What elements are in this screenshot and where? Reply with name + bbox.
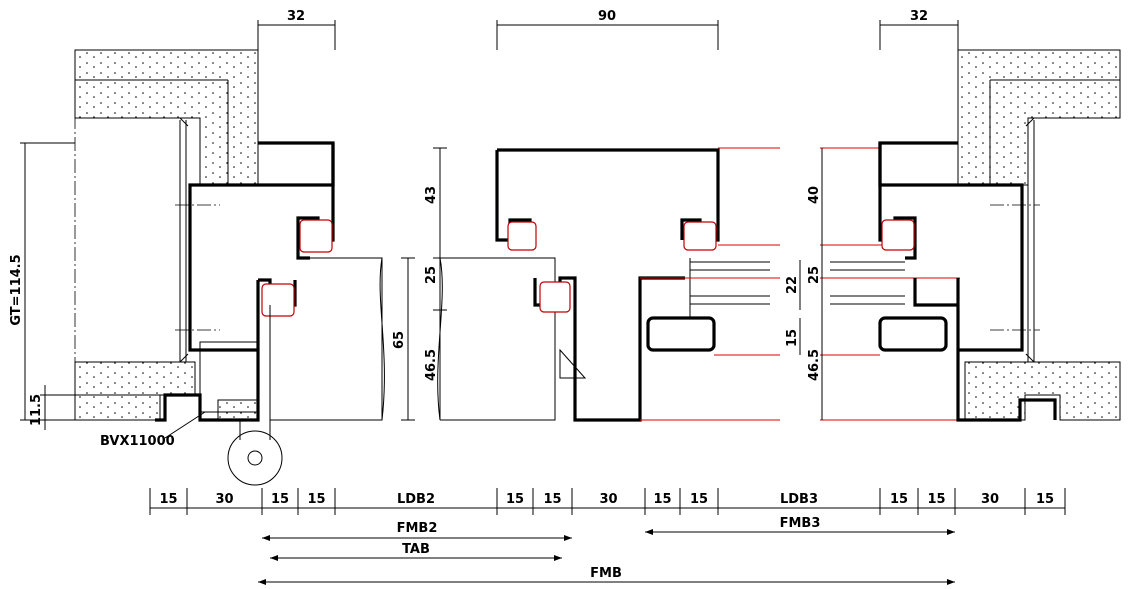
middle-profile: [437, 148, 720, 422]
dim-label: TAB: [402, 542, 430, 557]
bottom-dim-label: 15: [690, 492, 708, 507]
dim-label: 25: [424, 266, 439, 284]
dim-top-left-32: 32: [257, 9, 336, 50]
dim-label: 46.5: [424, 349, 439, 381]
dim-gt: GT=114.5: [9, 142, 75, 421]
bottom-dim-label: 15: [543, 492, 561, 507]
dim-label: 15: [785, 329, 800, 347]
bottom-dimension-row: 15 30 15 15 LDB2 15 15 30 15 15 LDB3 15 15 30 15: [149, 488, 1066, 515]
bottom-dim-label: 15: [506, 492, 524, 507]
bottom-dim-label: 15: [159, 492, 177, 507]
glazing: [690, 261, 905, 305]
bottom-dim-label: LDB2: [397, 492, 435, 507]
dim-11-5: 11.5: [29, 385, 160, 430]
bottom-dim-label: 15: [927, 492, 945, 507]
bottom-dim-label: 30: [215, 492, 233, 507]
dim-label: FMB3: [780, 516, 821, 531]
bottom-dim-label: 15: [307, 492, 325, 507]
bottom-dim-label: 15: [271, 492, 289, 507]
dim-top-mid-90: 90: [496, 9, 719, 50]
dim-label: GT=114.5: [9, 254, 24, 325]
dim-top-right-32: 32: [879, 9, 959, 50]
dim-fmb3: FMB3: [645, 516, 955, 535]
bottom-dim-label: LDB3: [780, 492, 818, 507]
dim-fmb2: FMB2: [262, 521, 572, 541]
dim-label: 43: [424, 186, 439, 204]
dim-label: 32: [287, 9, 305, 24]
dim-label: 22: [785, 276, 800, 294]
dim-middle-verticals: 43 25 65 46.5: [392, 147, 447, 421]
bottom-dim-label: 15: [890, 492, 908, 507]
dim-fmb: FMB: [258, 566, 955, 585]
dim-label: 11.5: [29, 394, 44, 426]
bottom-dim-label: 30: [981, 492, 999, 507]
right-frame-profile: [878, 117, 1120, 422]
bottom-dim-label: 15: [653, 492, 671, 507]
hinge: [164, 341, 283, 486]
left-wall: [74, 49, 259, 421]
hinge-label: BVX11000: [100, 434, 175, 449]
dim-label: 90: [598, 9, 616, 24]
bottom-dim-label: 15: [1036, 492, 1054, 507]
dim-label: FMB: [590, 566, 622, 581]
dim-tab: TAB: [270, 542, 562, 561]
reference-lines: [640, 147, 960, 421]
dim-label: 40: [807, 186, 822, 204]
dim-right-verticals: 40 25 22 15 46.5: [785, 148, 823, 420]
dim-label: 46.5: [807, 349, 822, 381]
dim-label: 25: [807, 266, 822, 284]
right-wall: [957, 49, 1121, 421]
left-seals: [261, 219, 333, 317]
bottom-dim-label: 30: [599, 492, 617, 507]
dim-label: 65: [392, 331, 407, 349]
dim-label: FMB2: [397, 521, 438, 536]
left-door-leaf: [269, 257, 385, 421]
dim-label: 32: [910, 9, 928, 24]
